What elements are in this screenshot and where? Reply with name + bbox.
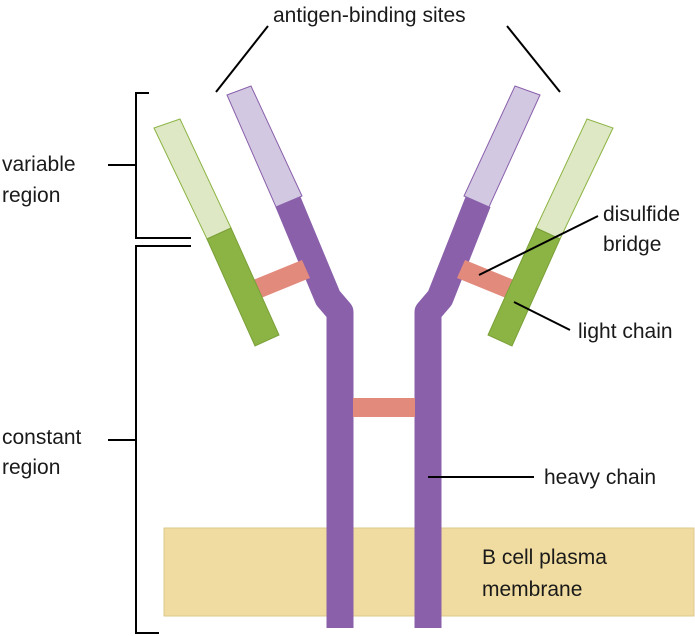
antigen-binding-sites-label: antigen-binding sites [273,4,466,27]
light-chain-variable-right [535,118,614,240]
antigen-site-leader-left [215,25,269,93]
heavy-chain-variable-right [463,85,541,208]
variable-region-label-line2: region [2,184,60,207]
constant-region-label-line1: constant [2,426,82,449]
constant-region-label-line2: region [2,456,60,479]
membrane-label-line1: B cell plasma [482,546,607,569]
disulfide-bridge-left [253,260,310,298]
antigen-site-leader-right [506,25,561,93]
membrane-label-line2: membrane [482,578,582,601]
heavy-chain-left [275,196,354,628]
light-chain-constant-left [206,227,280,347]
variable-region-label-line1: variable [2,153,76,176]
disulfide-bridge-right [457,260,514,298]
disulfide-bridge-label-line1: disulfide [603,203,680,226]
light-chain-label: light chain [578,320,673,343]
disulfide-bridge-center [353,398,415,417]
light-chain-leader [513,301,571,331]
disulfide-bridge-label-line2: bridge [603,233,661,256]
heavy-chain-right [414,197,491,628]
heavy-chain-label: heavy chain [544,466,656,489]
light-chain-constant-right [487,227,561,347]
light-chain-variable-left [153,118,232,240]
disulfide-bridge-leader [478,215,599,276]
heavy-chain-variable-left [226,85,303,208]
